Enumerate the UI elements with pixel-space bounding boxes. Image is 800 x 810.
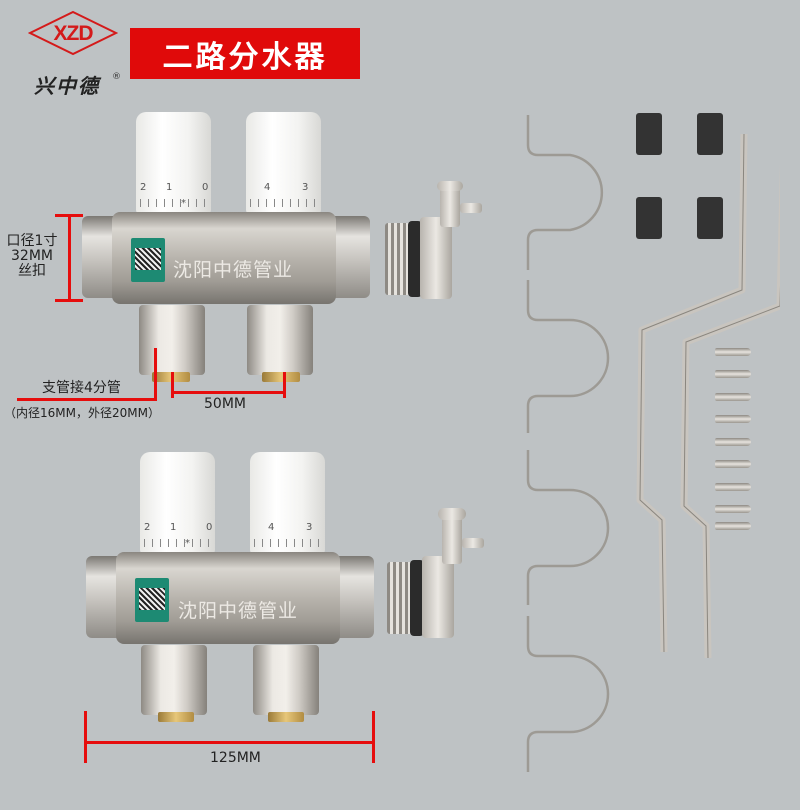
dimension-line-port (68, 214, 71, 302)
mounting-brackets-icon (636, 133, 780, 659)
scale-label: 3 (306, 522, 313, 533)
dimension-tick (171, 372, 174, 398)
scale-label: 4 (264, 182, 271, 193)
rubber-pad (697, 197, 723, 239)
manifold-brand-text: 沈阳中德管业 (173, 259, 294, 281)
length-label: 125MM (210, 750, 261, 766)
branch-pipe-detail: （内径16MM，外径20MM） (4, 406, 160, 420)
valve-knob-left: 2 1 * 0 (140, 452, 215, 554)
inlet-right (334, 556, 374, 638)
valve-knob-left: 2 1 * 0 (136, 112, 211, 214)
scale-label: 1 (170, 522, 177, 533)
registered-mark: ® (112, 72, 121, 82)
rubber-pad (697, 113, 723, 155)
scale-label: 3 (302, 182, 309, 193)
valve-knob-right: 4 3 (250, 452, 325, 554)
manifold-lower: 2 1 * 0 4 3 沈阳中德管业 (86, 452, 374, 722)
branch-underline (17, 398, 157, 401)
scale-label: 1 (166, 182, 173, 193)
dimension-tick (84, 711, 87, 763)
scale-label: 2 (140, 182, 147, 193)
port-size-line: 丝扣 (18, 263, 46, 279)
brass-thread-2 (268, 712, 304, 722)
manifold-upper: 2 1 * 0 4 3 沈阳中德管业 (0, 0, 500, 420)
qr-label (135, 578, 169, 622)
diamond-logo-icon (28, 10, 118, 56)
dimension-tick (372, 711, 375, 763)
dial-ticks (144, 539, 211, 547)
port-size-label: 口径1寸 32MM 丝扣 (6, 234, 58, 279)
outlet-fitting-1 (141, 645, 207, 715)
qr-label (131, 238, 165, 282)
outlet-fitting-2 (247, 305, 313, 375)
dimension-line-spacing (171, 391, 286, 394)
logo-mark: XZD (53, 22, 94, 45)
air-vent-upper (380, 175, 500, 305)
brass-thread-2 (262, 372, 300, 382)
product-title: 二路分水器 (130, 28, 360, 79)
dial-ticks (254, 539, 321, 547)
dimension-line-length (84, 741, 375, 744)
inlet-right (330, 216, 370, 298)
branch-pointer-line (154, 348, 157, 400)
port-size-line: 口径1寸 (6, 233, 58, 249)
outlet-fitting-2 (253, 645, 319, 715)
dimension-tick (283, 372, 286, 398)
spacing-label: 50MM (204, 396, 246, 412)
dial-ticks (140, 199, 207, 207)
brass-thread-1 (158, 712, 194, 722)
logo-name: 兴中德 (34, 74, 100, 98)
port-size-line: 32MM (11, 248, 53, 264)
scale-label: 2 (144, 522, 151, 533)
valve-knob-right: 4 3 (246, 112, 321, 214)
screws (715, 348, 755, 530)
brand-logo: XZD 兴中德 ® (28, 10, 121, 98)
air-vent-lower (382, 500, 502, 640)
scale-label: 0 (202, 182, 209, 193)
branch-pipe-label: 支管接4分管 (42, 380, 121, 396)
pipe-clips-icon (526, 115, 610, 772)
rubber-pad (636, 113, 662, 155)
manifold-brand-text: 沈阳中德管业 (178, 600, 299, 622)
outlet-fitting-1 (139, 305, 205, 375)
rubber-pad (636, 197, 662, 239)
dial-ticks (250, 199, 317, 207)
scale-label: 0 (206, 522, 213, 533)
scale-label: 4 (268, 522, 275, 533)
